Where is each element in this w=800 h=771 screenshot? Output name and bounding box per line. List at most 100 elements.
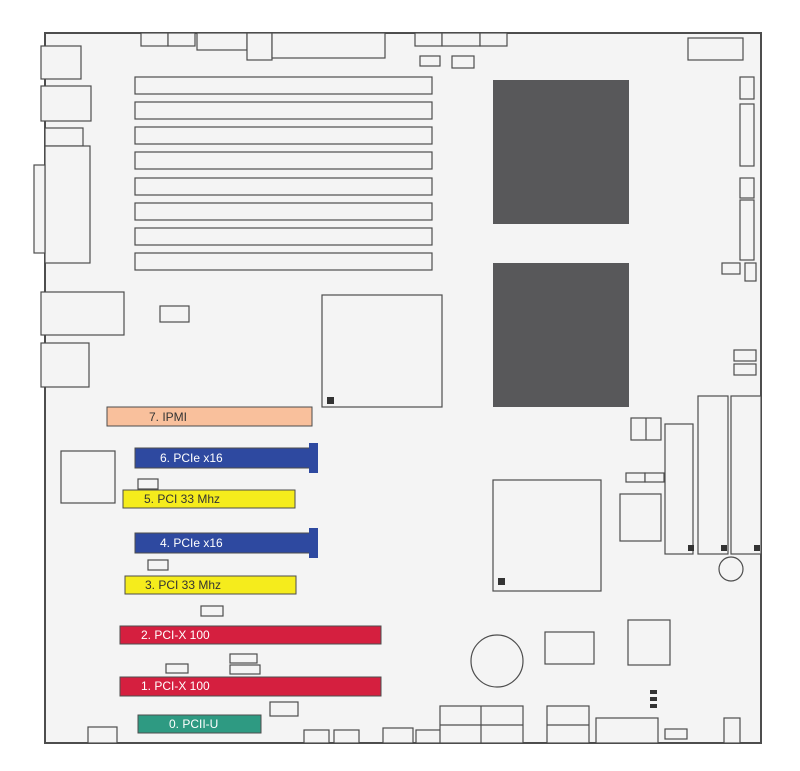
top-connector [271, 32, 386, 59]
southbridge-chip [492, 479, 602, 592]
chip [544, 631, 595, 665]
bottom-connector [303, 729, 330, 744]
small-chip [147, 559, 169, 571]
pin-marker [754, 545, 760, 551]
top-connector [479, 32, 508, 47]
small-chip [200, 605, 224, 617]
northbridge-chip [321, 294, 443, 408]
slot-ipmi: 7. IPMI [106, 406, 313, 427]
slot-label: 0. PCII-U [169, 717, 218, 731]
pciu-slot [137, 714, 262, 734]
side-header [733, 349, 757, 362]
rear-io-port [40, 291, 125, 336]
dimm-slot [134, 101, 433, 120]
ipmi-slot [106, 406, 313, 427]
slot-pci-u-0: 0. PCII-U [137, 714, 262, 734]
side-header [739, 199, 755, 261]
slot-pcie-x16-4: 4. PCIe x16 [134, 528, 318, 558]
slot-label: 2. PCI-X 100 [141, 628, 210, 642]
slot-pcie-x16-6: 6. PCIe x16 [134, 443, 318, 473]
dimm-slot [134, 126, 433, 145]
rear-io-port [44, 145, 91, 264]
small-chip [137, 478, 159, 490]
pin-marker [650, 704, 657, 708]
side-header [739, 177, 755, 199]
rear-io-port [40, 342, 90, 388]
pin-marker [650, 690, 657, 694]
dimm-slot [134, 76, 433, 95]
bottom-connector [87, 726, 118, 744]
dimm-slot [134, 252, 433, 271]
side-header [744, 262, 757, 282]
pcix-slot [119, 676, 382, 697]
top-connector [414, 32, 443, 47]
pin-marker [688, 545, 694, 551]
bottom-connector [664, 728, 688, 740]
side-header [721, 262, 741, 275]
dimm-slot [134, 177, 433, 196]
chip [60, 450, 116, 504]
power-connector [697, 395, 729, 555]
bottom-connector [723, 717, 741, 744]
pci33-slot [124, 575, 297, 595]
rear-io-port [40, 85, 92, 122]
slot-label: 6. PCIe x16 [160, 451, 223, 465]
small-chip [269, 701, 299, 717]
side-header [739, 103, 755, 167]
dimm-slot [134, 227, 433, 246]
slot-label: 5. PCI 33 Mhz [144, 492, 220, 506]
component-outlines [33, 32, 762, 744]
slot-pci-x-100-2: 2. PCI-X 100 [119, 625, 382, 645]
pin-marker [498, 578, 505, 585]
dimm-slot [134, 202, 433, 221]
slot-pci-33-5: 5. PCI 33 Mhz [122, 489, 296, 509]
buzzer-icon [718, 556, 744, 582]
top-connector [167, 32, 196, 47]
bottom-connector [415, 729, 442, 744]
top-connector [441, 32, 481, 47]
bottom-connector [382, 727, 414, 744]
cpu-socket-2 [493, 263, 629, 407]
slot-label: 1. PCI-X 100 [141, 679, 210, 693]
bottom-connector [595, 717, 659, 744]
small-chip [419, 55, 441, 67]
small-chip [451, 55, 475, 69]
power-connector [664, 423, 694, 555]
cpu-socket-1 [493, 80, 629, 224]
pci33-slot [122, 489, 296, 509]
small-chip [165, 663, 189, 674]
chip [619, 493, 662, 542]
power-connector [730, 395, 762, 555]
battery-icon [470, 634, 524, 688]
small-chip [159, 305, 190, 323]
pcix-slot [119, 625, 382, 645]
slot-label: 4. PCIe x16 [160, 536, 223, 550]
top-right-header [687, 37, 744, 61]
small-chip [644, 472, 665, 483]
small-chip [229, 653, 258, 664]
pin-marker [721, 545, 727, 551]
pin-marker [327, 397, 334, 404]
chip [627, 619, 671, 666]
small-chip [625, 472, 646, 483]
slot-label: 3. PCI 33 Mhz [145, 578, 221, 592]
pin-markers [327, 397, 760, 708]
rear-io-port [40, 45, 82, 80]
pin-marker [650, 697, 657, 701]
slot-pci-x-100-1: 1. PCI-X 100 [119, 676, 382, 697]
top-connector [246, 32, 273, 61]
pcie-slot-end [309, 528, 318, 558]
top-connector [140, 32, 169, 47]
rear-io-port [33, 164, 46, 254]
dimm-slot [134, 151, 433, 170]
side-header [733, 363, 757, 376]
slot-label: 7. IPMI [149, 410, 187, 424]
bottom-connector [333, 729, 360, 744]
top-connector [196, 32, 248, 51]
pcie-slot-end [309, 443, 318, 473]
slot-pci-33-3: 3. PCI 33 Mhz [124, 575, 297, 595]
rear-io-port [44, 127, 84, 147]
side-header [739, 76, 755, 100]
small-chip [229, 664, 261, 675]
